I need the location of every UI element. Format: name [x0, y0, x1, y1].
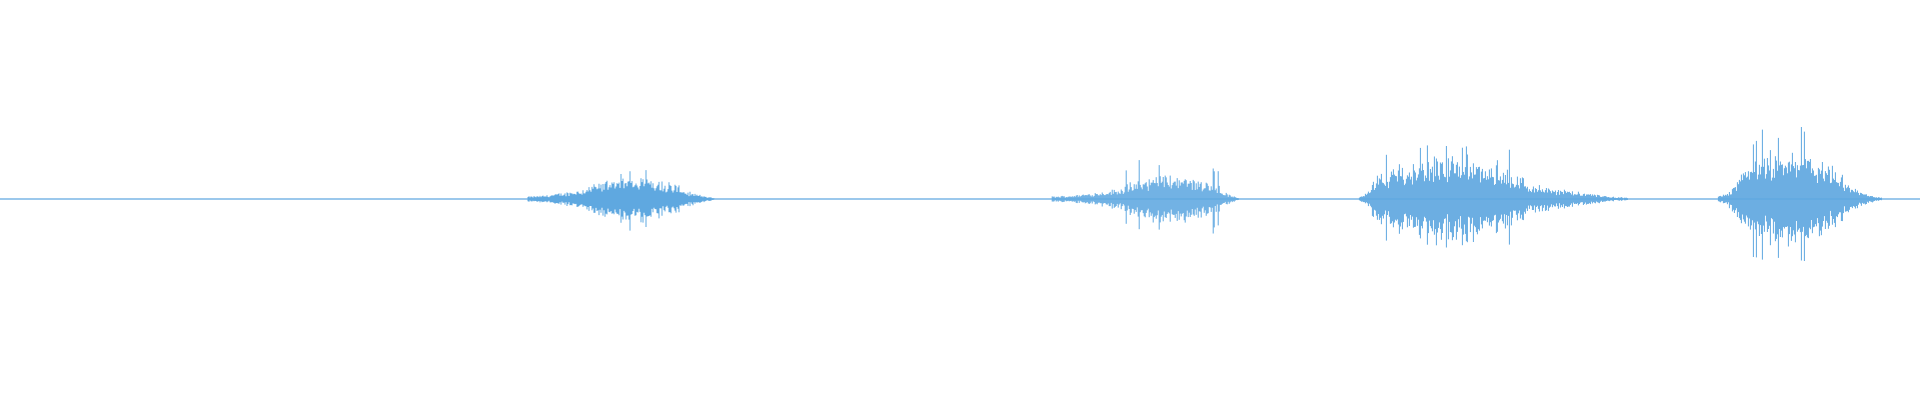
sound-burst-2 [1051, 160, 1239, 234]
sound-burst-1 [527, 170, 715, 231]
sound-burst-3 [1358, 145, 1628, 248]
sound-burst-4 [1717, 127, 1882, 261]
waveform-bursts [527, 127, 1882, 261]
